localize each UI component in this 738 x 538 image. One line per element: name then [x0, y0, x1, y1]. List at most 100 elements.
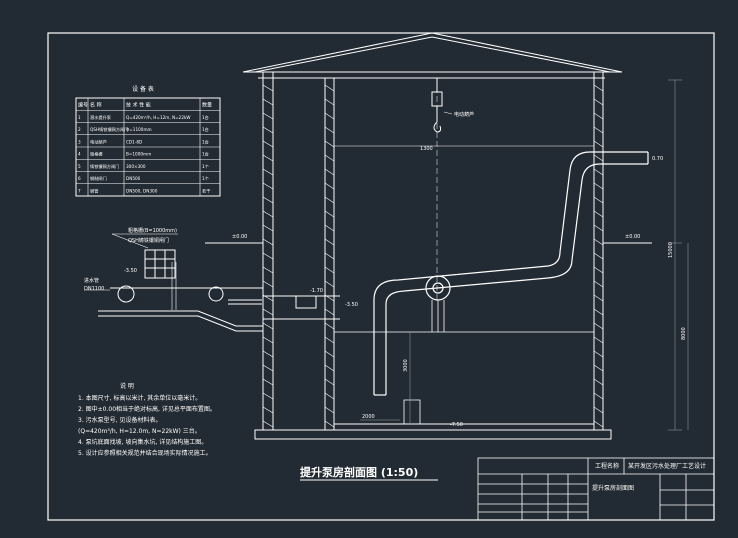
- wall-hatch-tick: [262, 350, 274, 358]
- pipe-level: -1.70: [310, 288, 323, 294]
- wall-hatch-tick: [262, 168, 274, 176]
- table-cell: 1: [78, 115, 81, 120]
- table-header-cell: 数量: [202, 102, 212, 109]
- table-cell: B=1000mm: [126, 152, 151, 157]
- wall-hatch-tick: [324, 196, 335, 204]
- table-cell: DN500: [126, 176, 141, 181]
- ground-right: ±0.00: [625, 234, 640, 240]
- wall-hatch-tick: [324, 154, 335, 162]
- table-cell: 5: [78, 164, 81, 169]
- wall-hatch-tick: [593, 154, 604, 162]
- wall-hatch-tick: [593, 182, 604, 190]
- note-3: 3. 污水泵型号, 见设备材料表。: [78, 416, 161, 424]
- dim-top: 1300: [420, 146, 433, 152]
- discharge-pipe: [373, 151, 649, 396]
- wall-hatch-tick: [262, 182, 274, 190]
- wall-hatch-tick: [593, 266, 604, 274]
- sheet-drawing-name: 提升泵房剖面图: [592, 484, 634, 492]
- out-level: 0.70: [652, 156, 663, 162]
- wall-hatch-tick: [324, 84, 335, 92]
- wall-hatch-tick: [593, 224, 604, 232]
- inlet-pipe-name: 进水管: [84, 277, 99, 284]
- table-cell: 2: [78, 127, 81, 132]
- wall-hatch-tick: [324, 322, 335, 330]
- hoist-icon: [431, 78, 453, 133]
- table-header-cell: 技 术 性 能: [126, 102, 151, 109]
- wall-hatch-tick: [324, 224, 335, 232]
- table-cell: 7: [78, 188, 81, 193]
- wall-hatch-tick: [324, 378, 335, 386]
- wall-hatch-tick: [593, 196, 604, 204]
- table-cell: 钢制闸门: [90, 175, 107, 182]
- wall-hatch-tick: [324, 336, 335, 344]
- wall-hatch-tick: [593, 364, 604, 372]
- wall-hatch-tick: [262, 322, 274, 330]
- wall-hatch-tick: [593, 126, 604, 134]
- table-cell: QSH铸铁镶铜方闸门: [90, 126, 128, 133]
- table-cell: 潜水提升泵: [90, 114, 111, 121]
- table-cell: 若干: [202, 187, 210, 194]
- wall-hatch-tick: [324, 98, 335, 106]
- wall-hatch-tick: [593, 280, 604, 288]
- wall-hatch-tick: [593, 378, 604, 386]
- note-4: (Q=420m³/h, H=12.0m, N=22kW) 三台。: [78, 427, 201, 435]
- wall-hatch-tick: [593, 406, 604, 414]
- wall-hatch-tick: [262, 392, 274, 400]
- wall-hatch-tick: [262, 238, 274, 246]
- note-1: 1. 本图尺寸, 标高以米计, 其余单位以毫米计。: [78, 394, 201, 402]
- equipment-table-title: 设 备 表: [132, 85, 154, 93]
- table-cell: 1台: [202, 138, 209, 145]
- wall-hatch-tick: [593, 98, 604, 106]
- wall-hatch-tick: [593, 322, 604, 330]
- wall-hatch-tick: [593, 140, 604, 148]
- wall-hatch-tick: [324, 140, 335, 148]
- wall-hatch-tick: [262, 140, 274, 148]
- dim-right-total: 15000: [668, 242, 674, 258]
- wall-hatch-tick: [324, 266, 335, 274]
- inlet-pipe-size: DN1100: [84, 286, 104, 292]
- title-block: [477, 457, 715, 521]
- wall-hatch-tick: [593, 238, 604, 246]
- wall-hatch-tick: [324, 280, 335, 288]
- table-cell: 3: [78, 139, 81, 144]
- wall-hatch-tick: [262, 252, 274, 260]
- table-cell: 钢管: [90, 187, 98, 194]
- table-cell: DN500, DN300: [126, 188, 158, 193]
- wall-hatch-tick: [593, 308, 604, 316]
- ground-left: ±0.00: [232, 234, 247, 240]
- table-cell: 粗格栅: [90, 151, 103, 158]
- wall-hatch-tick: [593, 294, 604, 302]
- pump-house: [205, 32, 652, 440]
- wall-hatch-tick: [262, 154, 274, 162]
- wall-hatch-tick: [324, 406, 335, 414]
- wall-hatch-tick: [324, 168, 335, 176]
- wall-hatch-tick: [262, 224, 274, 232]
- labels: 电动葫芦 粗格栅(B=1000mm) QSH铸铁镶铜闸门 进水管 DN1100 …: [84, 111, 687, 428]
- wall-hatch-tick: [262, 98, 274, 106]
- table-header-cell: 编号: [78, 102, 88, 109]
- wall-hatch-tick: [324, 420, 335, 428]
- wall-hatch-tick: [324, 238, 335, 246]
- project-label: 工程名称: [595, 462, 619, 470]
- wall-hatch-tick: [324, 392, 335, 400]
- project-name: 某开发区污水处理厂工艺设计: [628, 462, 706, 470]
- wall-hatch-tick: [262, 378, 274, 386]
- inlet-channel: [84, 233, 340, 332]
- table-cell: 300×300: [126, 164, 146, 169]
- wall-hatch-tick: [262, 112, 274, 120]
- wall-hatch-tick: [593, 252, 604, 260]
- table-cell: 电动葫芦: [90, 138, 107, 145]
- screen-note-2: QSH铸铁镶铜闸门: [128, 237, 169, 244]
- table-cell: Φ=1100mm: [126, 127, 152, 132]
- table-cell: 铸铁镶铜方闸门: [90, 163, 119, 170]
- wall-hatch-tick: [262, 420, 274, 428]
- hoist-note: 电动葫芦: [454, 111, 474, 118]
- wall-hatch-tick: [262, 364, 274, 372]
- screen-note-1: 粗格栅(B=1000mm): [128, 227, 177, 234]
- wall-hatch-tick: [593, 392, 604, 400]
- table-cell: 1个: [202, 176, 210, 181]
- dimensions: [360, 79, 689, 431]
- wall-hatch-tick: [262, 336, 274, 344]
- drawing-title: 提升泵房剖面图 (1:50): [300, 465, 418, 479]
- wall-hatch-tick: [324, 126, 335, 134]
